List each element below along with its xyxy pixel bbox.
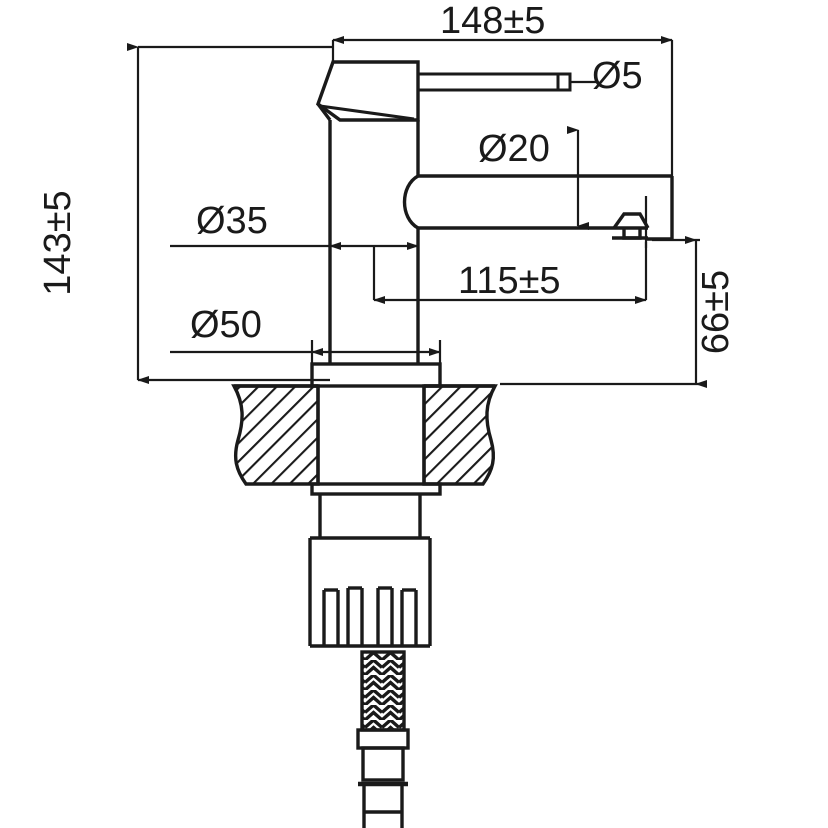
dimension-label-lever-dia: Ø5 [592, 55, 643, 97]
extension-lines-height [138, 45, 332, 382]
dimension-spout-reach [372, 196, 648, 304]
handle-underside [319, 104, 415, 121]
countertop-section [231, 384, 498, 486]
counter-washer [310, 482, 442, 496]
mounting-nut [308, 536, 432, 648]
dimension-label-overall-height: 143±5 [37, 190, 79, 296]
dimension-label-overall-reach: 148±5 [440, 0, 546, 42]
lever-arm [416, 72, 572, 92]
aerator [612, 212, 650, 240]
dimension-label-base-dia: Ø50 [190, 304, 262, 346]
dimension-overall-reach [331, 36, 674, 185]
nut-upper-collar [318, 494, 422, 538]
dimension-label-spout-reach: 115±5 [458, 260, 561, 302]
hose-tail-upper [361, 746, 405, 782]
dimension-label-body-dia: Ø35 [196, 200, 268, 242]
escutcheon-base [310, 362, 442, 388]
dimension-base-dia [170, 340, 442, 364]
dimension-label-spout-dia: Ø20 [478, 128, 550, 170]
hose-collar-upper [356, 728, 410, 750]
mounting-shank [316, 386, 426, 484]
nut-ribs [322, 586, 418, 646]
hose-tail-lower [362, 786, 404, 828]
flexible-hose [360, 650, 406, 732]
dimension-label-spout-height: 66±5 [695, 269, 737, 355]
dimension-spout-height [500, 236, 707, 388]
cartridge-body [328, 120, 420, 364]
